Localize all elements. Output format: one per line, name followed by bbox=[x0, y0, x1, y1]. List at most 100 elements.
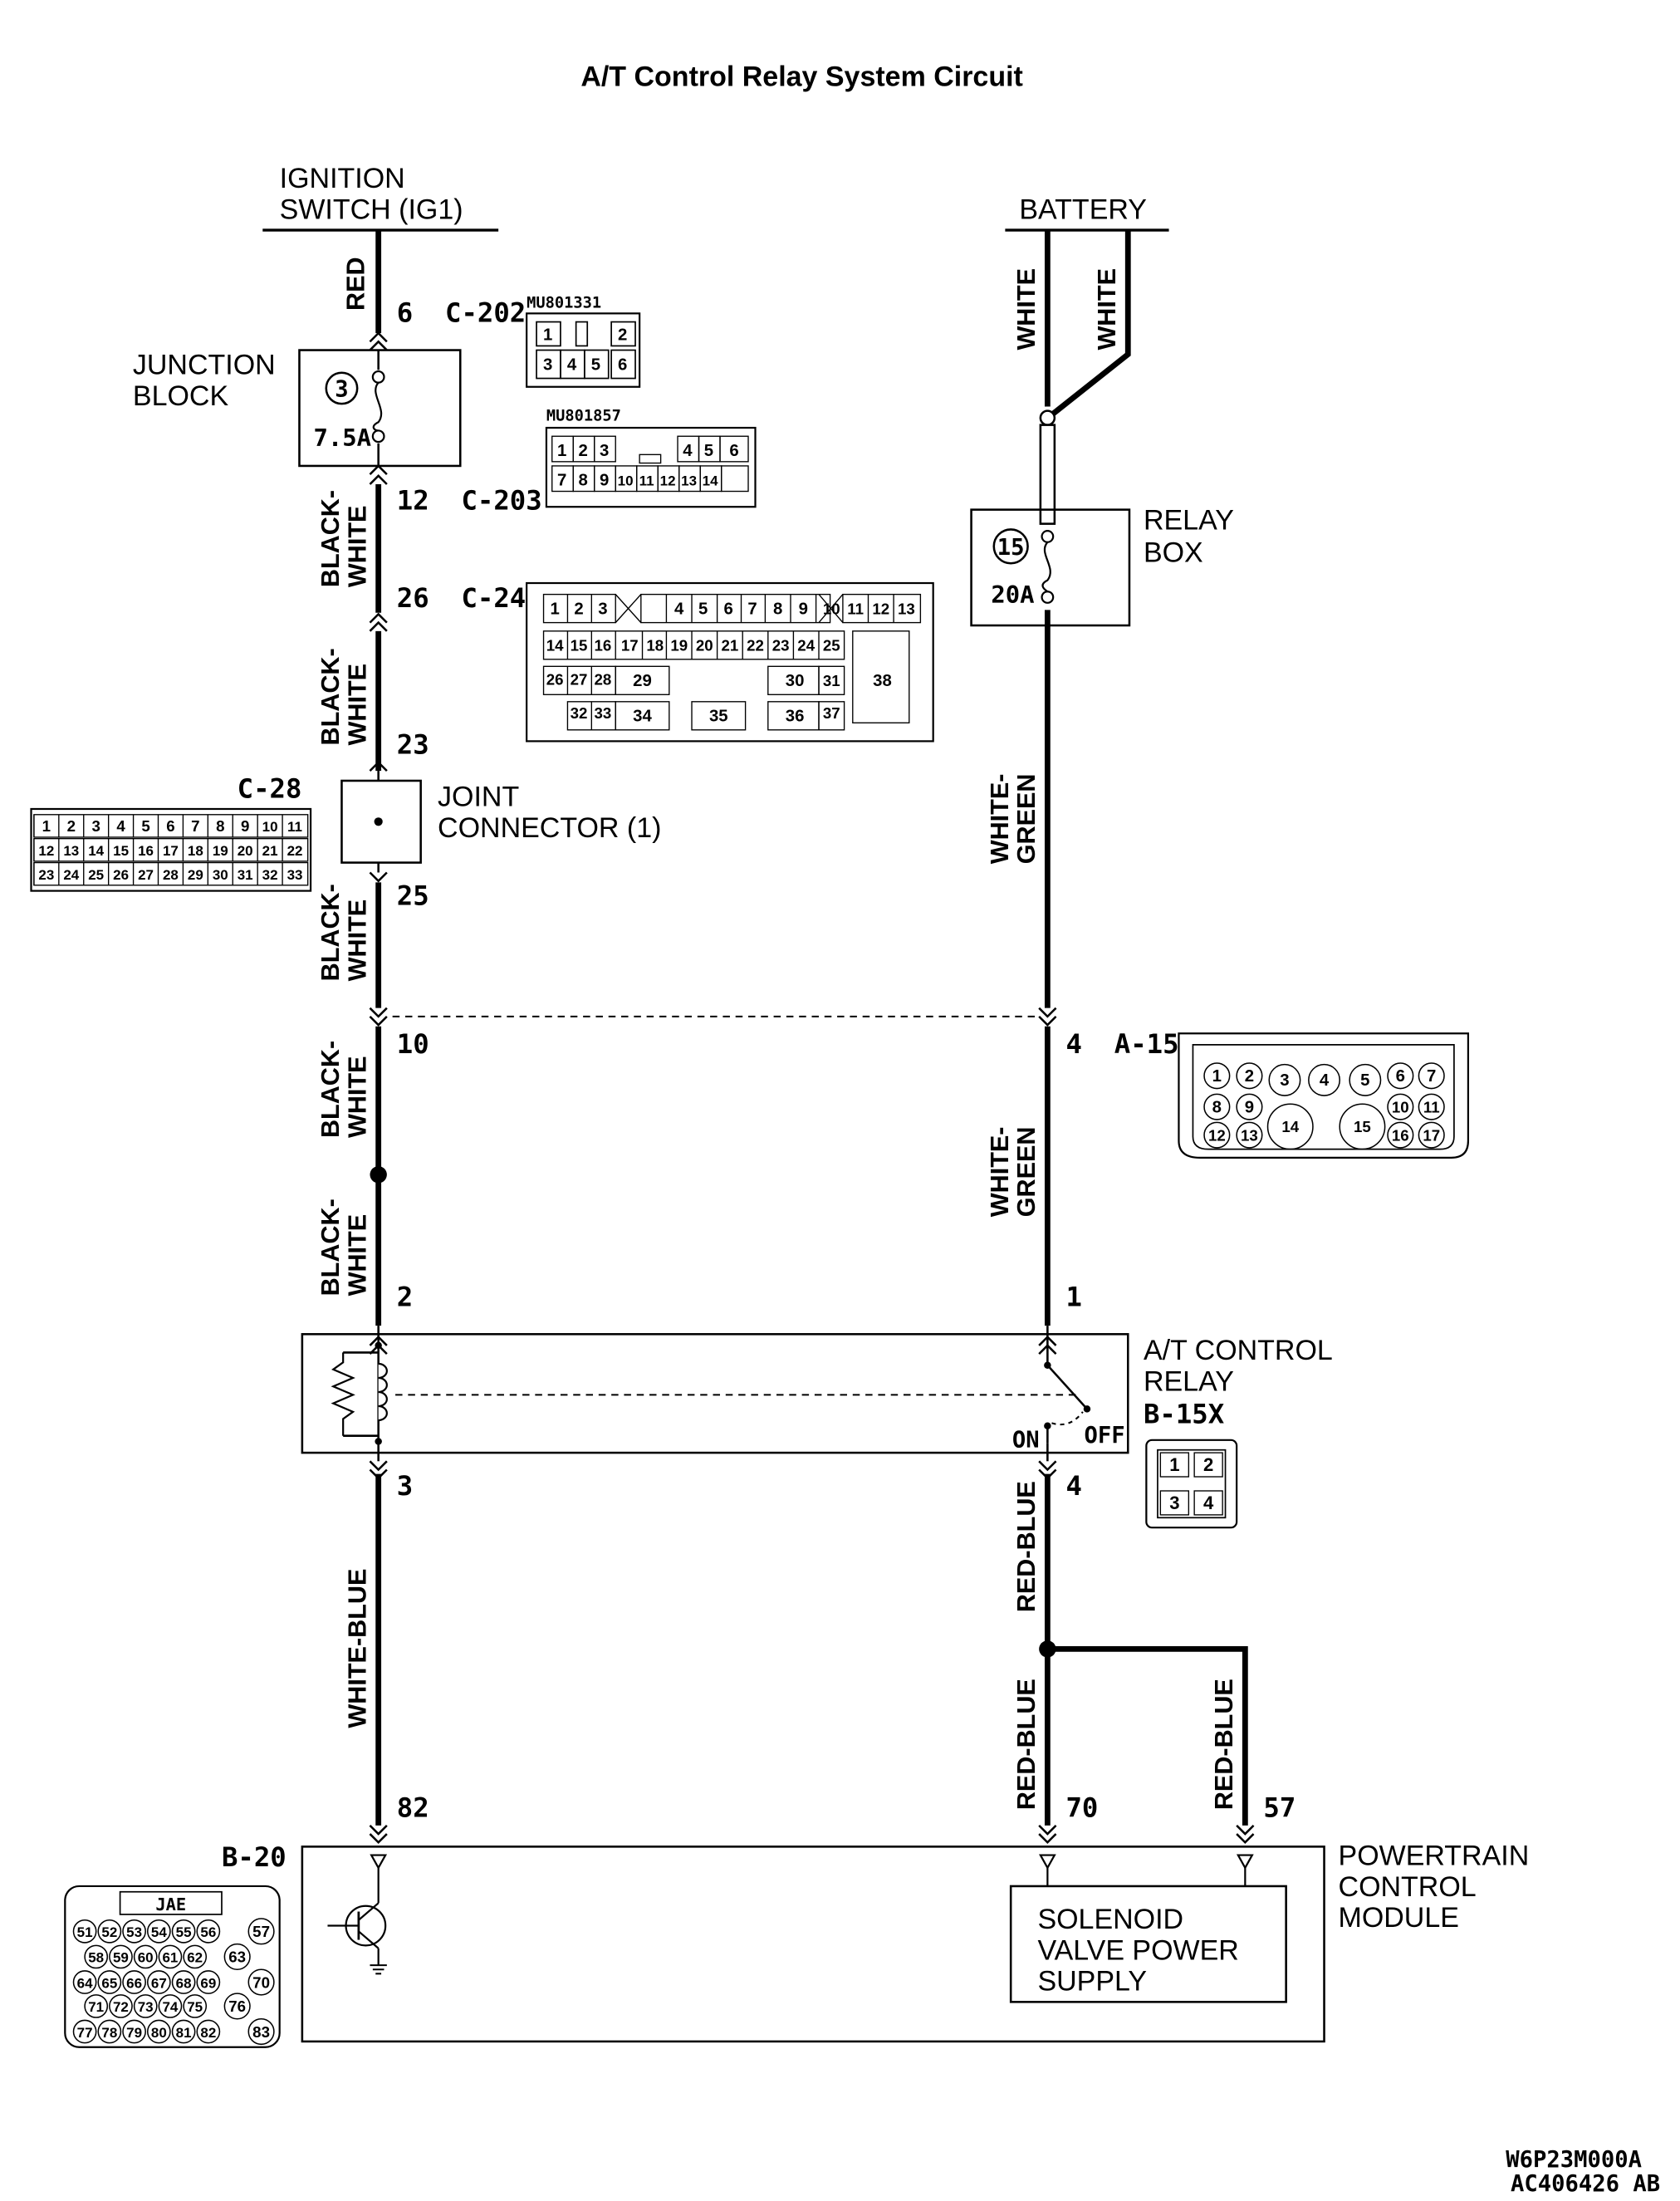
footer-code-2: AC406426 AB bbox=[1511, 2171, 1660, 2197]
relay-id: B-15X bbox=[1144, 1398, 1225, 1429]
pin-10: 10 bbox=[397, 1028, 429, 1060]
svg-text:11: 11 bbox=[847, 600, 864, 617]
svg-text:66: 66 bbox=[126, 1975, 142, 1991]
svg-text:13: 13 bbox=[63, 843, 79, 859]
svg-text:21: 21 bbox=[262, 843, 278, 859]
junction-block: JUNCTION BLOCK 3 7.5A bbox=[133, 349, 462, 468]
svg-text:65: 65 bbox=[101, 1975, 117, 1991]
svg-text:MU801331: MU801331 bbox=[527, 295, 601, 312]
wire-color-red-blue-a: RED-BLUE bbox=[1012, 1481, 1041, 1612]
svg-text:10: 10 bbox=[618, 473, 634, 489]
wire-color-black-white-c: BLACK- WHITE bbox=[316, 884, 371, 981]
svg-text:1: 1 bbox=[1212, 1067, 1222, 1086]
svg-text:4: 4 bbox=[1320, 1071, 1330, 1090]
svg-text:81: 81 bbox=[176, 2025, 192, 2041]
wire-color-white-green-b: WHITE- GREEN bbox=[986, 1126, 1041, 1217]
svg-text:36: 36 bbox=[786, 708, 805, 726]
svg-text:52: 52 bbox=[101, 1924, 117, 1940]
svg-text:19: 19 bbox=[213, 843, 228, 859]
wire-color-red: RED bbox=[342, 257, 370, 311]
svg-text:9: 9 bbox=[600, 472, 609, 490]
pin-70: 70 bbox=[1065, 1792, 1098, 1824]
svg-text:25: 25 bbox=[823, 637, 840, 654]
svg-text:72: 72 bbox=[113, 1999, 129, 2015]
svg-text:57: 57 bbox=[252, 1923, 270, 1940]
svg-text:JAE: JAE bbox=[155, 1895, 186, 1914]
svg-text:4: 4 bbox=[683, 442, 693, 460]
svg-text:32: 32 bbox=[571, 704, 588, 722]
svg-text:23: 23 bbox=[772, 637, 790, 654]
svg-text:38: 38 bbox=[873, 672, 892, 690]
svg-text:21: 21 bbox=[722, 637, 739, 654]
svg-text:9: 9 bbox=[241, 817, 249, 835]
pin-57: 57 bbox=[1263, 1792, 1296, 1824]
svg-text:VALVE POWER: VALVE POWER bbox=[1037, 1934, 1238, 1966]
fuse-amp-rb: 20A bbox=[991, 581, 1034, 609]
wire-color-black-white-d: BLACK- WHITE bbox=[316, 1041, 371, 1138]
svg-text:13: 13 bbox=[681, 473, 697, 489]
svg-text:BLOCK: BLOCK bbox=[133, 380, 229, 412]
svg-text:WHITE: WHITE bbox=[343, 1214, 371, 1297]
svg-text:35: 35 bbox=[709, 708, 728, 726]
svg-text:16: 16 bbox=[595, 637, 612, 654]
svg-text:15: 15 bbox=[571, 637, 588, 654]
svg-text:A/T CONTROL: A/T CONTROL bbox=[1144, 1335, 1333, 1366]
svg-text:WHITE: WHITE bbox=[343, 506, 371, 588]
svg-text:10: 10 bbox=[262, 819, 278, 835]
svg-text:17: 17 bbox=[621, 637, 639, 654]
relay-off-label: OFF bbox=[1085, 1423, 1125, 1449]
svg-text:77: 77 bbox=[77, 2025, 93, 2041]
svg-text:2: 2 bbox=[574, 600, 583, 618]
svg-text:13: 13 bbox=[898, 600, 915, 617]
svg-text:2: 2 bbox=[1203, 1454, 1213, 1475]
wire-color-white-a: WHITE bbox=[1012, 268, 1041, 350]
svg-text:MODULE: MODULE bbox=[1339, 1902, 1459, 1934]
svg-text:3: 3 bbox=[1280, 1071, 1289, 1090]
svg-text:17: 17 bbox=[163, 843, 179, 859]
svg-text:28: 28 bbox=[595, 670, 612, 688]
svg-text:4: 4 bbox=[674, 600, 684, 618]
pin-2: 2 bbox=[397, 1281, 413, 1312]
svg-text:23: 23 bbox=[38, 867, 54, 883]
svg-text:5: 5 bbox=[591, 355, 600, 374]
svg-text:10: 10 bbox=[1392, 1098, 1409, 1115]
svg-text:69: 69 bbox=[200, 1975, 216, 1991]
svg-text:8: 8 bbox=[773, 600, 782, 618]
svg-text:B-20: B-20 bbox=[222, 1841, 287, 1873]
svg-text:16: 16 bbox=[138, 843, 154, 859]
svg-text:59: 59 bbox=[113, 1950, 129, 1966]
svg-text:7: 7 bbox=[557, 472, 566, 490]
svg-text:27: 27 bbox=[138, 867, 154, 883]
svg-text:WHITE-: WHITE- bbox=[986, 774, 1014, 865]
svg-text:CONTROL: CONTROL bbox=[1339, 1871, 1477, 1903]
svg-text:24: 24 bbox=[797, 637, 815, 654]
diagram-title: A/T Control Relay System Circuit bbox=[580, 61, 1023, 93]
left-wire bbox=[370, 230, 387, 1826]
svg-text:6: 6 bbox=[1396, 1067, 1405, 1086]
svg-text:53: 53 bbox=[126, 1924, 142, 1940]
svg-text:20: 20 bbox=[238, 843, 253, 859]
svg-text:7: 7 bbox=[191, 817, 199, 835]
svg-text:7: 7 bbox=[747, 600, 757, 618]
svg-text:WHITE: WHITE bbox=[343, 900, 371, 982]
svg-text:6: 6 bbox=[724, 600, 733, 618]
svg-text:63: 63 bbox=[228, 1949, 246, 1966]
svg-text:RELAY: RELAY bbox=[1144, 504, 1234, 536]
svg-text:9: 9 bbox=[799, 600, 808, 618]
wire-color-black-white-a: BLACK- WHITE bbox=[316, 490, 371, 587]
svg-text:3: 3 bbox=[543, 355, 552, 374]
svg-text:3: 3 bbox=[91, 817, 100, 835]
svg-text:1: 1 bbox=[550, 600, 559, 618]
relay-on-label: ON bbox=[1012, 1427, 1040, 1453]
svg-text:15: 15 bbox=[1354, 1118, 1371, 1135]
relay-box: RELAY BOX 15 20A bbox=[970, 504, 1234, 627]
fuse-amp-jb: 7.5A bbox=[313, 424, 371, 452]
coil-symbol bbox=[378, 1362, 388, 1422]
footer-code-1: W6P23M000A bbox=[1506, 2147, 1642, 2173]
svg-text:29: 29 bbox=[188, 867, 203, 883]
svg-text:76: 76 bbox=[228, 1998, 246, 2015]
svg-text:BLACK-: BLACK- bbox=[316, 884, 345, 981]
